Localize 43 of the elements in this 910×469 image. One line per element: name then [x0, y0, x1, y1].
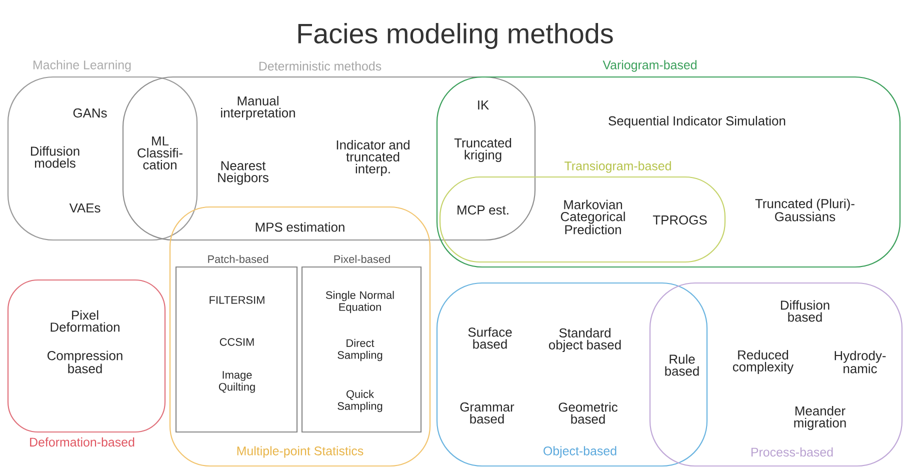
method-label: ML Classifi- cation [138, 136, 182, 170]
group-heading: Variogram-based [602, 60, 696, 72]
method-label: Truncated (Pluri)- Gaussians [755, 198, 854, 222]
method-label: Truncated kriging [454, 138, 512, 162]
method-label: Nearest Neigbors [218, 161, 268, 185]
method-label: Diffusion models [31, 146, 80, 168]
method-label: IK [478, 100, 489, 110]
method-label: TPROGS [652, 215, 707, 225]
method-label: Pixel Deformation [50, 310, 120, 332]
method-label: Meander migration [794, 406, 846, 430]
method-label: Diffusion based [780, 300, 830, 322]
method-label: FILTERSIM [210, 296, 264, 304]
method-label: Sequential Indicator Simulation [608, 116, 786, 128]
group-heading: Object-based [544, 446, 616, 458]
method-label: Rule based [665, 354, 699, 376]
group-heading: Transiogram-based [564, 161, 671, 173]
method-label: Compression based [48, 350, 122, 374]
method-label: GANs [73, 108, 107, 118]
method-label: Markovian Categorical Prediction [560, 200, 625, 234]
method-label: VAEs [69, 203, 100, 212]
method-label: Indicator and truncated interp. [336, 140, 410, 176]
group-heading: Deformation-based [30, 437, 134, 447]
method-label: Quick Sampling [338, 390, 382, 412]
method-label: CCSIM [220, 338, 254, 346]
method-label: MCP est. [458, 205, 508, 215]
method-label: Standard object based [548, 328, 621, 352]
group-heading: Patch-based [208, 254, 268, 264]
method-label: MPS estimation [256, 222, 344, 232]
group-heading: Process-based [751, 447, 833, 457]
method-label: Hydrody- namic [834, 350, 886, 374]
group-heading: Machine Learning [34, 60, 131, 72]
method-label: Manual interpretation [221, 96, 295, 120]
method-label: Single Normal Equation [326, 290, 394, 314]
method-label: Direct Sampling [338, 338, 382, 362]
method-label: Surface based [468, 327, 512, 349]
title: Facies modeling methods [298, 23, 613, 49]
method-label: Geometric based [558, 402, 618, 424]
method-label: Image Quilting [218, 371, 255, 393]
method-label: Grammar based [460, 402, 514, 424]
group-heading: Deterministic methods [259, 61, 382, 71]
group-heading: Pixel-based [334, 254, 390, 264]
method-label: Reduced complexity [732, 350, 794, 374]
group-heading: Multiple-point Statistics [237, 446, 364, 458]
